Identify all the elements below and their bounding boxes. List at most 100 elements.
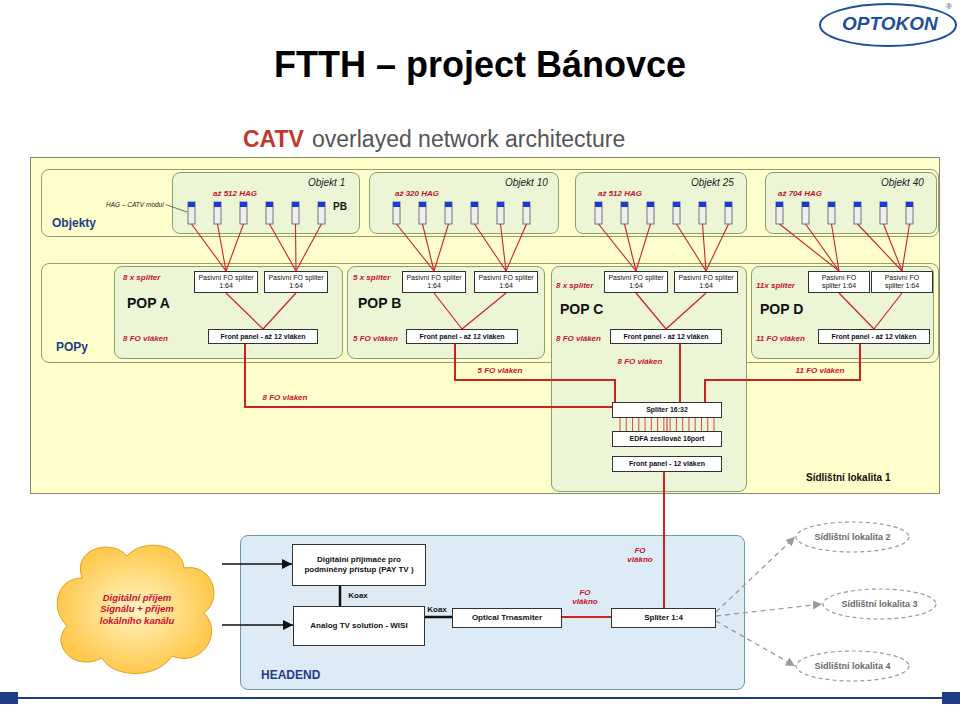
drop-fiber [677, 224, 707, 271]
device-box: Optical Trnasmiter [452, 608, 562, 628]
box-note: Sídlištní lokalita 1 [806, 472, 890, 483]
box-label: Front panel - 12 vláken [629, 460, 705, 468]
subtitle: overlayed network architecture [312, 126, 625, 153]
box-label: Pasivní FO spliter 1:64 [678, 274, 734, 290]
hag-body [292, 202, 299, 224]
drop-fiber [902, 224, 910, 271]
connector [222, 624, 293, 626]
box-label: Pasivní FO spliter 1:64 [406, 274, 462, 290]
device-box: Digitální přijímače pro podmíněný přístu… [292, 544, 426, 586]
box-label: Digitální přijímače pro podmíněný přístu… [296, 555, 422, 574]
box-note: až 512 HAG [598, 189, 642, 198]
box-note: 5 x spliter [353, 273, 390, 282]
hag-module [828, 202, 835, 224]
logo-text: OPTOKON [842, 13, 938, 35]
port-fiber [682, 418, 683, 431]
hag-connector [647, 202, 654, 207]
port-fiber [657, 418, 658, 431]
hag-module [906, 202, 913, 224]
port-fiber [651, 418, 652, 431]
box-heading: POP B [358, 295, 401, 311]
headend-panel: HEADENDDigitální přijímače pro podmíněný… [240, 535, 745, 690]
device-box: Front panel - až 12 vláken [610, 329, 722, 344]
drop-fiber [397, 224, 435, 271]
box-note: 11x spliter [756, 281, 795, 290]
device-box: Spliter 1:4 [611, 608, 716, 628]
pop-box: 8 x spliterPOP A8 FO vlákenPasivní FO sp… [114, 266, 343, 359]
registered-mark: ® [946, 2, 952, 11]
hag-module [188, 202, 195, 224]
connector [874, 293, 902, 329]
signal-cloud: Digitální příjem Signálu + příjem lokáln… [52, 538, 222, 680]
drop-fiber [192, 224, 227, 271]
hag-connector [523, 202, 530, 207]
hag-body [673, 202, 680, 224]
drop-fiber [506, 224, 527, 271]
ellipse-shape [796, 522, 909, 552]
hag-connector [595, 202, 602, 207]
drop-fiber [884, 224, 903, 271]
port-fiber [714, 418, 715, 431]
hag-body [318, 202, 325, 224]
box-label: Pasivní FO spliter 1:64 [608, 274, 664, 290]
drop-fiber [858, 224, 903, 271]
connector-label: 8 FO vláken [261, 393, 310, 402]
hag-connector [266, 202, 273, 207]
site-ellipse: Sídlištní lokalita 3 [822, 588, 937, 620]
logo-swoosh [820, 4, 956, 46]
connector [462, 293, 506, 329]
drop-fiber [703, 224, 707, 271]
port-fiber [663, 418, 664, 431]
drop-fiber [832, 224, 840, 271]
hag-connector [776, 202, 783, 207]
cloud-shape [57, 545, 214, 673]
hag-connector [471, 202, 478, 207]
hag-module [699, 202, 706, 224]
hag-body [595, 202, 602, 224]
footer-end [942, 692, 960, 704]
hag-body [471, 202, 478, 224]
connector [226, 293, 263, 329]
box-label: Front panel - až 12 vláken [220, 333, 305, 341]
decorations [166, 202, 913, 431]
ellipse-shape [796, 651, 909, 681]
connector-label: 11 FO vláken [794, 366, 847, 375]
device-box: Analog TV solution - WISI [293, 606, 425, 646]
connector [716, 604, 822, 616]
connector [679, 344, 681, 402]
hag-connector [445, 202, 452, 207]
hag-module [776, 202, 783, 224]
box-note: 5 FO vláken [353, 334, 398, 343]
drop-fiber [423, 224, 435, 271]
leader-line [166, 205, 187, 213]
device-box: Pasivní FO spliter 1:64 [474, 271, 538, 293]
hag-body [828, 202, 835, 224]
hag-body [497, 202, 504, 224]
box-note: až 704 HAG [778, 189, 822, 198]
hag-body [240, 202, 247, 224]
box-note: 11 FO vláken [756, 334, 805, 343]
port-fiber [676, 418, 677, 431]
box-note: 8 x spliter [123, 273, 160, 282]
box-label: Front panel - až 12 vláken [831, 333, 916, 341]
box-note: 8 FO vláken [556, 334, 601, 343]
box-note: PB [333, 201, 347, 212]
hag-module [523, 202, 530, 224]
hag-module [673, 202, 680, 224]
site-ellipse: Sídlištní lokalita 4 [795, 650, 910, 682]
device-box: EDFA zesilovač 16port [612, 431, 722, 447]
hag-module [647, 202, 654, 224]
port-fiber [645, 418, 646, 431]
group-band: POPy8 x spliterPOP A8 FO vlákenPasivní F… [41, 263, 939, 363]
hag-body [393, 202, 400, 224]
connector [636, 293, 666, 329]
box-label: Sídlištní lokalita 2 [814, 532, 890, 542]
slide-title: FTTH – project Bánovce [274, 44, 686, 86]
port-fiber [707, 418, 708, 431]
connector [339, 586, 342, 606]
box-label: Optical Trnasmiter [472, 613, 542, 623]
port-fiber [695, 418, 696, 431]
port-fiber [688, 418, 689, 431]
box-heading: POP D [760, 301, 803, 317]
device-box: Front panel - až 12 vláken [818, 329, 930, 344]
